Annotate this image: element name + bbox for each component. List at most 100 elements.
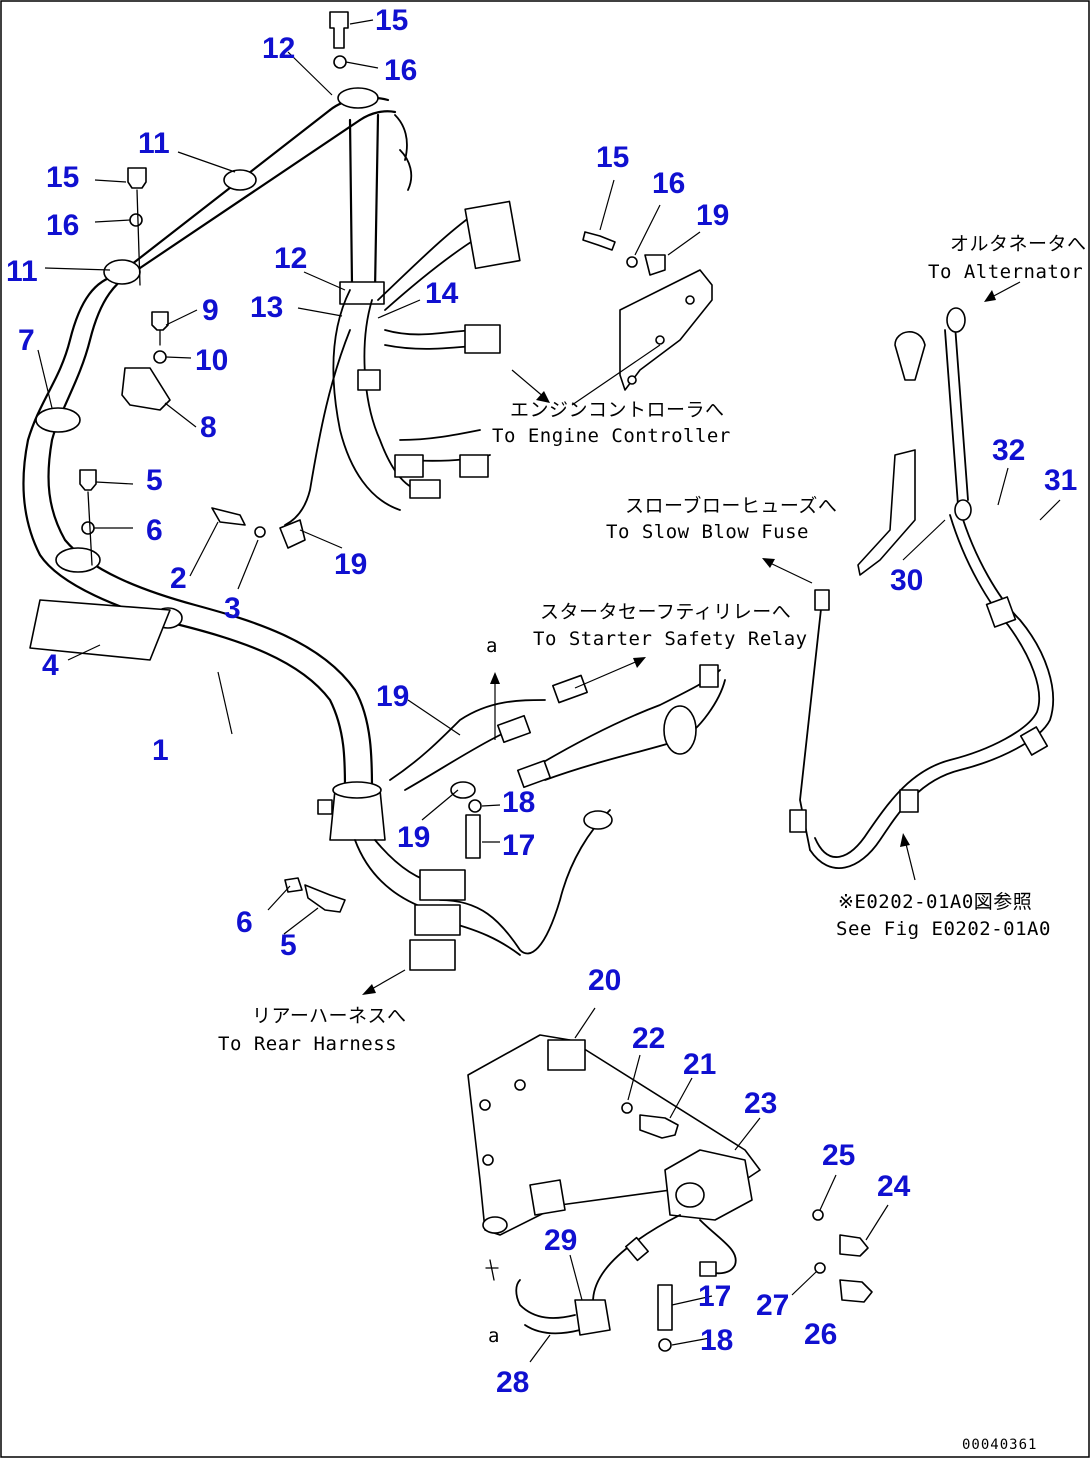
direction-arrows — [362, 281, 1021, 995]
alternator-cable — [789, 307, 1054, 869]
bolt-21 — [639, 1114, 679, 1139]
washer-18-lower — [658, 1338, 672, 1352]
bolt-17-upper — [465, 814, 481, 859]
note-see-fig-jp: ※E0202-01A0図参照 — [838, 891, 1032, 913]
callout-30: 30 — [890, 564, 923, 597]
bracket-30 — [857, 449, 916, 576]
relay-assembly — [467, 1034, 873, 1352]
callout-8: 8 — [200, 411, 217, 444]
callout-11-upper: 11 — [138, 127, 170, 160]
washer-6-lower — [284, 877, 303, 893]
marker-a-upper: a — [486, 635, 498, 657]
washer-6-left — [81, 521, 95, 535]
clamp-7 — [35, 407, 81, 433]
callout-7: 7 — [18, 324, 35, 357]
hardware — [79, 11, 482, 913]
bolt-17-lower — [657, 1284, 673, 1331]
callout-16-right: 16 — [652, 167, 685, 200]
note-alternator-en: To Alternator — [928, 261, 1083, 283]
callout-2: 2 — [170, 562, 187, 595]
note-engine-controller-jp: エンジンコントローラへ — [510, 399, 725, 421]
callout-23: 23 — [744, 1087, 777, 1120]
note-engine-controller-en: To Engine Controller — [492, 425, 731, 447]
callout-14: 14 — [425, 277, 459, 310]
callout-27: 27 — [756, 1289, 789, 1322]
callout-19-mid-upper: 19 — [376, 680, 409, 713]
washer-16-top — [333, 55, 347, 69]
callout-18-upper: 18 — [502, 786, 535, 819]
callout-3: 3 — [224, 592, 241, 625]
bolt-15-right — [582, 231, 616, 251]
bolt-24 — [839, 1234, 869, 1257]
connector-lower-3 — [409, 939, 456, 971]
callout-15-top: 15 — [375, 4, 408, 37]
callout-10: 10 — [195, 344, 228, 377]
washer-22 — [621, 1102, 633, 1114]
washer-27 — [814, 1262, 826, 1274]
callout-15-right: 15 — [596, 141, 629, 174]
callout-16-top: 16 — [384, 54, 417, 87]
callout-17-upper: 17 — [502, 829, 535, 862]
bolt-26 — [839, 1279, 873, 1303]
bolt-15-top — [329, 11, 349, 49]
washer-3 — [254, 526, 266, 538]
destination-notes: オルタネータへ To Alternator エンジンコントローラへ To Eng… — [218, 233, 1087, 1453]
leader-lines — [37, 19, 1061, 1363]
callout-6-lower: 6 — [236, 906, 253, 939]
connector-lower-1 — [419, 869, 466, 901]
clamp-11-upper — [223, 169, 257, 191]
connector-upper — [464, 200, 521, 270]
washer-16-left — [129, 213, 143, 227]
callout-32: 32 — [992, 434, 1025, 467]
callout-21: 21 — [683, 1048, 716, 1081]
note-see-fig-en: See Fig E0202-01A0 — [836, 918, 1051, 940]
clamp-main — [55, 547, 101, 573]
clamp-29 — [574, 1299, 611, 1336]
note-alternator-jp: オルタネータへ — [950, 233, 1087, 255]
note-rear-harness-jp: リアーハーネスへ — [252, 1005, 406, 1027]
callout-1: 1 — [152, 734, 169, 767]
alternator-terminal — [946, 307, 966, 333]
callout-18-lower: 18 — [700, 1324, 733, 1357]
callout-12-lower: 12 — [274, 242, 307, 275]
branch-wires — [284, 114, 521, 526]
clamp-12-lower — [339, 281, 385, 305]
callout-20: 20 — [588, 964, 621, 997]
clamp-11-left — [103, 259, 141, 285]
callout-19-left: 19 — [334, 548, 367, 581]
callout-29: 29 — [544, 1224, 577, 1257]
callout-25: 25 — [822, 1139, 855, 1172]
main-harness — [22, 87, 397, 841]
bolt-15-left — [127, 167, 147, 189]
callout-5-lower: 5 — [280, 929, 297, 962]
callout-31: 31 — [1044, 464, 1077, 497]
callout-6-upper: 6 — [146, 514, 163, 547]
callout-11-left: 11 — [6, 255, 38, 288]
washer-25 — [812, 1209, 824, 1221]
callout-4: 4 — [42, 649, 59, 682]
bolt-9 — [151, 311, 169, 331]
callout-15-left: 15 — [46, 161, 79, 194]
connector-lower-2 — [414, 904, 461, 936]
callout-19-mid-lower: 19 — [397, 821, 430, 854]
protector-4 — [29, 599, 171, 661]
callout-12-upper: 12 — [262, 32, 295, 65]
note-slow-blow-fuse-en: To Slow Blow Fuse — [606, 521, 809, 543]
washer-16-right — [626, 256, 638, 268]
lower-branches — [354, 664, 726, 971]
bolt-5-lower — [304, 884, 346, 913]
note-slow-blow-fuse-jp: スローブローヒューズへ — [625, 494, 837, 517]
clip-19-right — [644, 254, 666, 276]
callout-9: 9 — [202, 294, 219, 327]
callout-19-right: 19 — [696, 199, 729, 232]
callout-numbers: 1 2 3 4 5 5 6 6 7 8 9 10 11 11 12 12 13 … — [6, 4, 1077, 1399]
boot — [894, 331, 926, 381]
clamp-12-upper — [337, 87, 379, 109]
callout-22: 22 — [632, 1022, 665, 1055]
bracket-tab — [317, 799, 333, 815]
marker-a-lower: a — [488, 1325, 500, 1347]
note-starter-safety-relay-jp: スタータセーフティリレーへ — [540, 601, 791, 623]
clip-19-left — [279, 519, 306, 549]
